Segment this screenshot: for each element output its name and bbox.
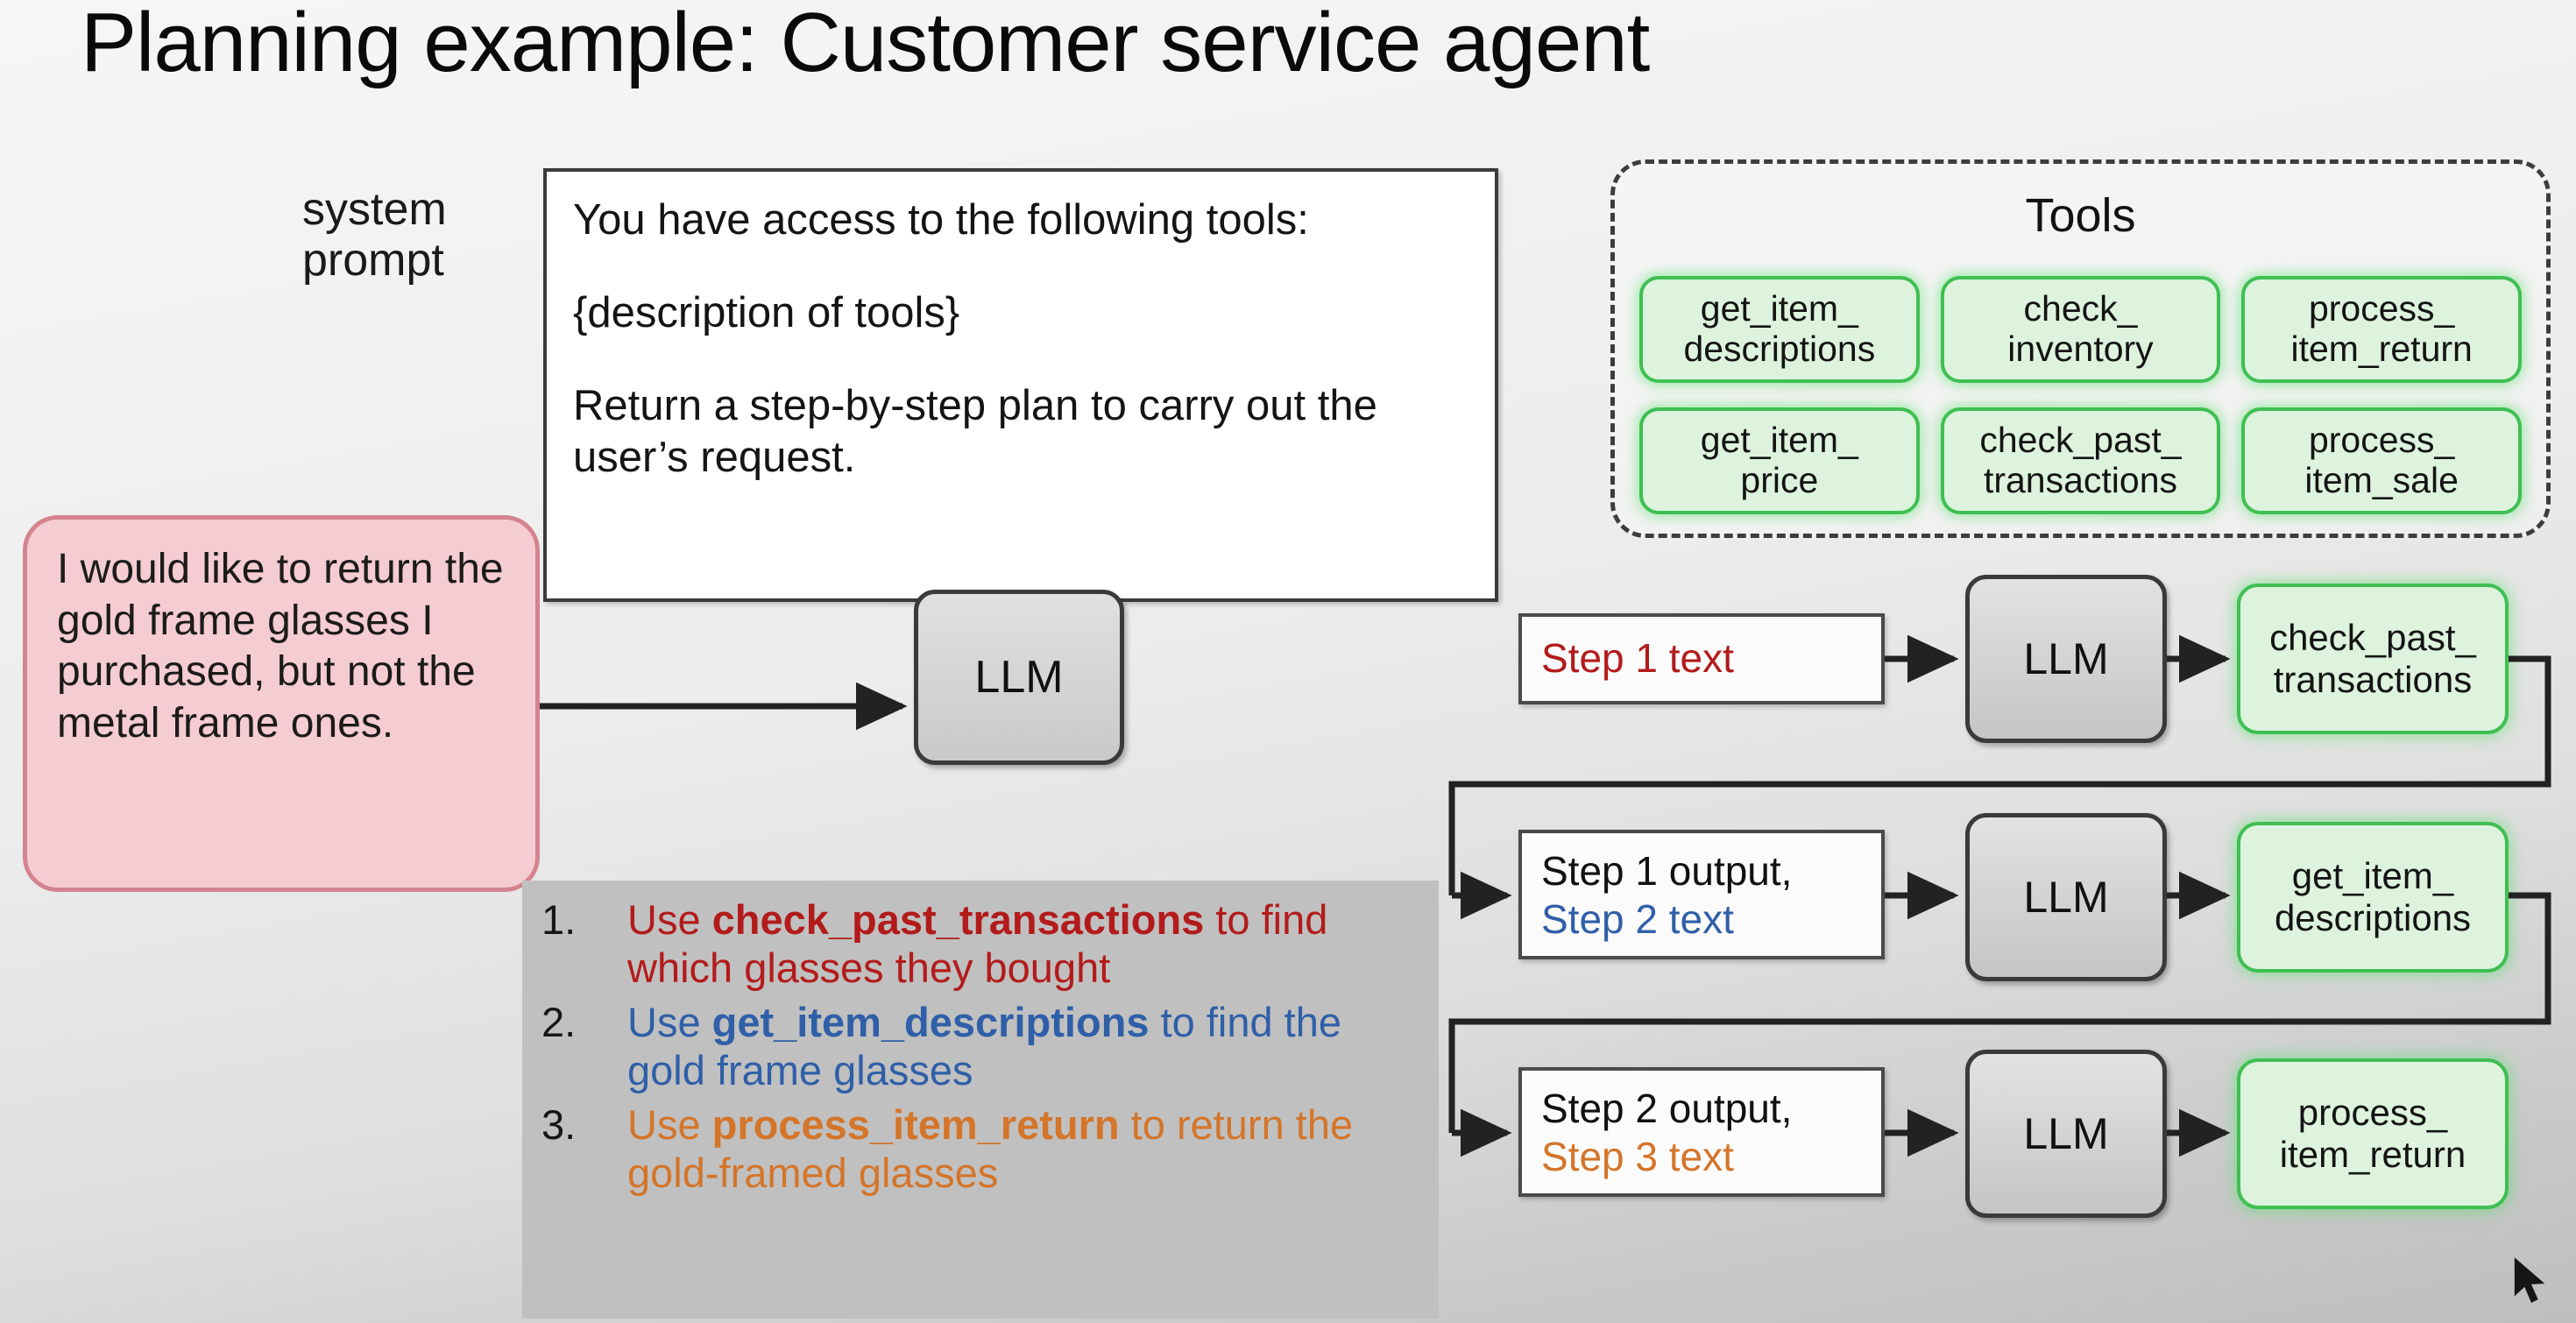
tools-grid: get_item_descriptions check_inventory pr… <box>1639 276 2522 514</box>
step-box-2-line1: Step 1 output, <box>1541 848 1793 894</box>
plan-item-1-text: Use check_past_transactions to find whic… <box>627 896 1328 991</box>
step-box-1-line2: Step 1 text <box>1541 635 1734 682</box>
plan-item-2: 2. Use get_item_descriptions to find the… <box>541 999 1412 1094</box>
plan-item-3-text: Use process_item_return to return the go… <box>627 1101 1354 1196</box>
step-box-3-line1: Step 2 output, <box>1541 1086 1793 1131</box>
step-box-1: Step 1 text <box>1518 613 1885 704</box>
plan-item-2-text: Use get_item_descriptions to find the go… <box>627 999 1342 1093</box>
tool-node-check-past-transactions: check_past_transactions <box>2237 584 2509 734</box>
system-prompt-line-3: Return a step-by-step plan to carry out … <box>573 381 1377 482</box>
tool-chip-get-item-descriptions[interactable]: get_item_descriptions <box>1639 276 1920 383</box>
tool-node-process-item-return: process_item_return <box>2237 1058 2509 1209</box>
plan-item-3-number: 3. <box>541 1101 577 1149</box>
step-box-3-line2: Step 3 text <box>1541 1134 1734 1180</box>
llm-node-planner: LLM <box>914 590 1124 765</box>
plan-item-3: 3. Use process_item_return to return the… <box>541 1101 1412 1197</box>
mouse-pointer-icon <box>2514 1257 2545 1303</box>
tool-chip-check-past-transactions[interactable]: check_past_transactions <box>1940 407 2221 514</box>
step-box-2: Step 1 output, Step 2 text <box>1518 830 1885 959</box>
plan-item-1-number: 1. <box>541 896 577 943</box>
tools-panel-heading: Tools <box>2025 189 2136 242</box>
tools-panel: Tools get_item_descriptions check_invent… <box>1610 159 2551 538</box>
system-prompt-line-1: You have access to the following tools: <box>573 196 1309 244</box>
tool-chip-process-item-return[interactable]: process_item_return <box>2241 276 2522 383</box>
tool-node-get-item-descriptions: get_item_descriptions <box>2237 822 2509 973</box>
page-title: Planning example: Customer service agent <box>81 0 1650 89</box>
tool-chip-process-item-sale[interactable]: process_item_sale <box>2241 407 2522 514</box>
llm-node-step-2: LLM <box>1965 813 2167 981</box>
plan-item-2-number: 2. <box>541 999 577 1046</box>
plan-item-3-tool: process_item_return <box>711 1101 1120 1149</box>
tool-chip-check-inventory[interactable]: check_inventory <box>1940 276 2221 383</box>
llm-node-step-1: LLM <box>1965 575 2167 743</box>
plan-item-2-tool: get_item_descriptions <box>711 999 1150 1046</box>
step-box-3: Step 2 output, Step 3 text <box>1518 1067 1885 1197</box>
plan-output-box: 1. Use check_past_transactions to find w… <box>522 881 1439 1319</box>
tool-chip-get-item-price[interactable]: get_item_price <box>1639 407 1920 514</box>
system-prompt-line-2: {description of tools} <box>573 288 960 336</box>
step-box-2-line2: Step 2 text <box>1541 896 1734 943</box>
system-prompt-box: You have access to the following tools: … <box>543 168 1498 602</box>
plan-item-1: 1. Use check_past_transactions to find w… <box>541 896 1412 992</box>
plan-item-1-tool: check_past_transactions <box>711 896 1205 943</box>
user-message-bubble: I would like to return the gold frame gl… <box>23 515 540 892</box>
llm-node-step-3: LLM <box>1965 1050 2167 1218</box>
